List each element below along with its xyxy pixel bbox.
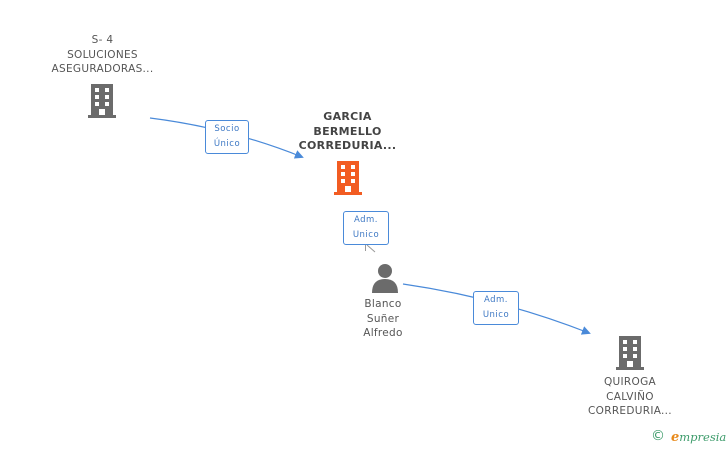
brand-name-rest: mpresia [679,430,727,444]
brand-first-letter: e [671,430,680,445]
building-icon[interactable] [332,161,364,195]
node-garcia-line-1: GARCIA [323,110,372,123]
edge-label-adm-unico-2[interactable]: Adm. Unico [473,291,519,325]
node-s4-line-1: S- 4 [91,34,114,46]
edge-line-adm1 [366,244,376,253]
edge-adm2-line-2: Unico [482,310,510,320]
edge-socio-line-2: Único [213,139,241,149]
edge-adm2-line-1: Adm. [483,295,509,305]
building-icon[interactable] [86,84,118,118]
node-s4-line-2: SOLUCIONES [67,48,138,61]
building-icon[interactable] [614,336,646,370]
node-blanco-line-3: Alfredo [363,327,403,339]
node-s4-line-3: ASEGURADORAS... [51,63,154,75]
node-quiroga-line-3: CORREDURIA... [588,405,672,417]
node-blanco-line-1: Blanco [364,298,402,310]
node-garcia-line-2: BERMELLO [313,124,382,138]
edge-label-socio-unico[interactable]: Socio Único [205,120,249,154]
node-garcia-line-3: CORREDURIA... [298,139,397,152]
brand-name: empresia [671,430,726,445]
node-quiroga-line-2: CALVIÑO [606,390,654,403]
node-label-quiroga[interactable]: QUIROGA CALVIÑO CORREDURIA... [575,375,685,419]
node-quiroga-line-1: QUIROGA [603,376,657,388]
node-label-s4[interactable]: S- 4 SOLUCIONES ASEGURADORAS... [40,33,165,77]
copyright-symbol: © [651,428,665,444]
edge-adm1-line-1: Adm. [353,215,379,225]
node-label-blanco[interactable]: Blanco Suñer Alfredo [333,297,433,341]
edge-socio-line-1: Socio [214,124,240,134]
node-label-garcia[interactable]: GARCIA BERMELLO CORREDURIA... [285,110,410,154]
edge-adm1-line-2: Unico [352,230,380,240]
edge-label-adm-unico-1[interactable]: Adm. Unico [343,211,389,251]
node-blanco-line-2: Suñer [366,312,400,325]
person-icon[interactable] [371,263,399,293]
